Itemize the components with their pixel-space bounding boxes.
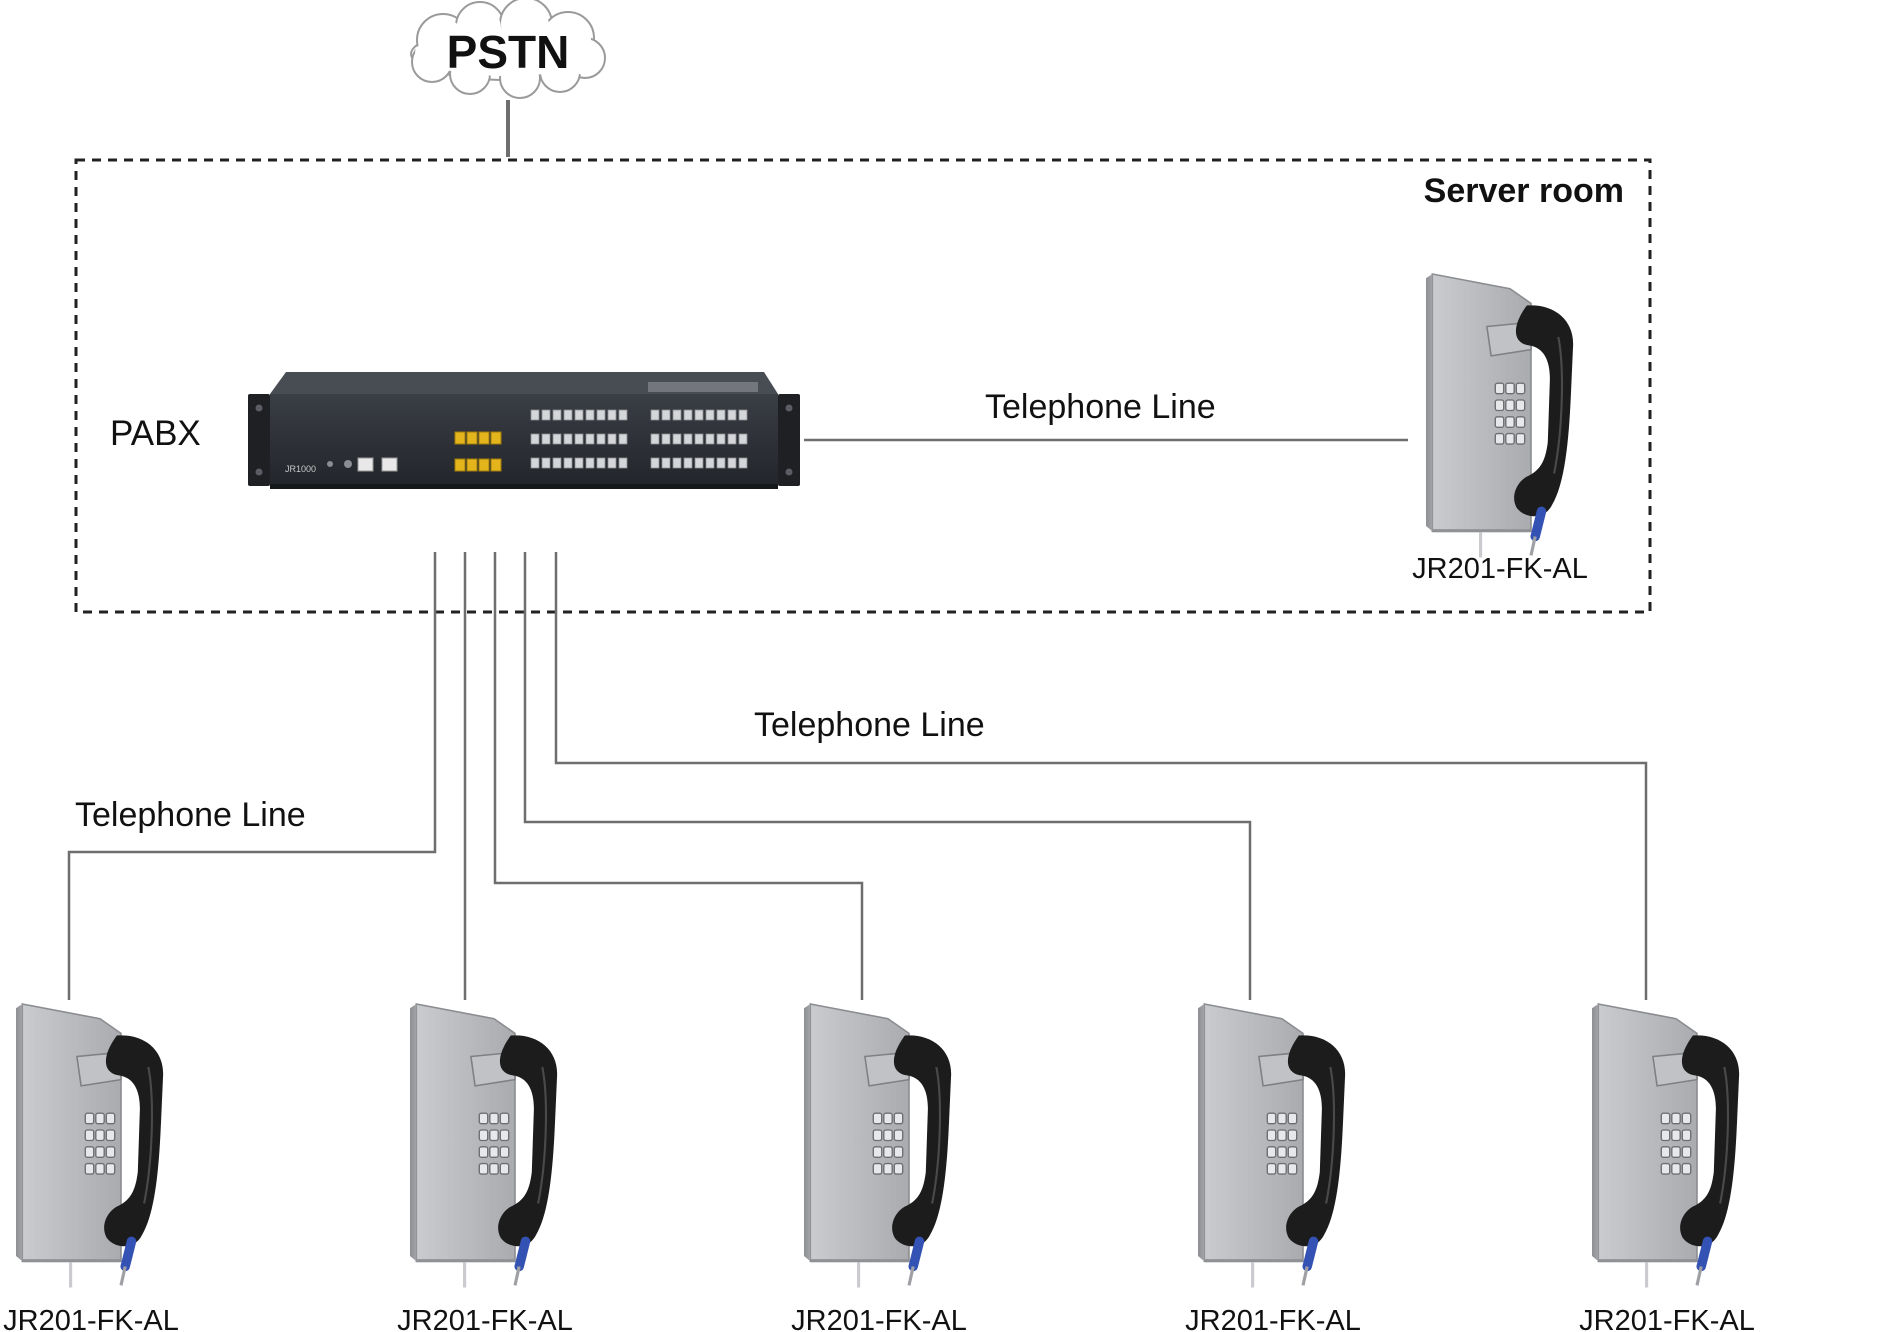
- line-label-left: Telephone Line: [75, 796, 306, 834]
- field-phone-4: JR201-FK-AL: [1185, 1004, 1361, 1332]
- server-room-boundary: [74, 158, 1652, 614]
- pabx-device: JR1000: [248, 372, 800, 489]
- line-label-right: Telephone Line: [985, 388, 1216, 426]
- field-lines: [67, 552, 1648, 1000]
- server-phone-model: JR201-FK-AL: [1412, 553, 1588, 585]
- field-phone-model: JR201-FK-AL: [791, 1305, 967, 1332]
- field-phone-1: JR201-FK-AL: [3, 1004, 179, 1332]
- field-phone-2: JR201-FK-AL: [397, 1004, 573, 1332]
- pabx-model-text: JR1000: [285, 464, 316, 474]
- emergency-phone-icon: [16, 1004, 163, 1288]
- pstn-label: PSTN: [447, 26, 570, 78]
- line-phone-5: [554, 552, 1648, 1000]
- emergency-phone-icon: [1198, 1004, 1345, 1288]
- pstn-cloud: PSTN: [410, 0, 606, 99]
- emergency-phone-icon: [1426, 274, 1573, 558]
- line-phone-3: [493, 552, 864, 1000]
- field-phone-model: JR201-FK-AL: [1579, 1305, 1755, 1332]
- field-phone-model: JR201-FK-AL: [397, 1305, 573, 1332]
- server-room-phone: JR201-FK-AL: [1412, 274, 1588, 585]
- emergency-phone-icon: [1592, 1004, 1739, 1288]
- emergency-phone-icon: [410, 1004, 557, 1288]
- field-phone-5: JR201-FK-AL: [1579, 1004, 1755, 1332]
- pabx-label: PABX: [110, 414, 201, 453]
- line-phone-4: [523, 552, 1252, 1000]
- emergency-phone-icon: [804, 1004, 951, 1288]
- field-phone-model: JR201-FK-AL: [1185, 1305, 1361, 1332]
- server-room-label: Server room: [1424, 172, 1624, 210]
- line-phone-1: [67, 552, 437, 1000]
- field-phone-3: JR201-FK-AL: [791, 1004, 967, 1332]
- field-phone-model: JR201-FK-AL: [3, 1305, 179, 1332]
- line-label-middle: Telephone Line: [754, 706, 985, 744]
